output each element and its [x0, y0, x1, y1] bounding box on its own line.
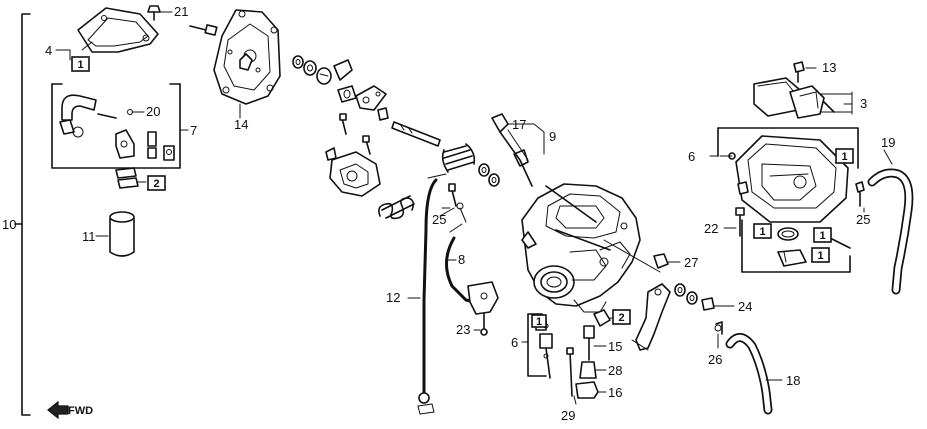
label-25-right: 25	[856, 212, 870, 227]
svg-text:1: 1	[759, 226, 765, 238]
fuel-hose-19	[867, 149, 914, 295]
label-18: 18	[786, 373, 800, 388]
throttle-cable-12	[407, 173, 447, 415]
label-19: 19	[881, 135, 895, 150]
gasket-small-part	[115, 167, 147, 189]
svg-text:1: 1	[841, 151, 847, 163]
label-10: 10	[2, 217, 16, 232]
group-bracket-10	[14, 13, 31, 416]
label-21: 21	[174, 4, 188, 19]
qty-mark-1: 1	[71, 56, 90, 72]
o-ring-part	[777, 227, 799, 241]
vent-assembly-box	[51, 83, 189, 169]
top-cover-part	[77, 7, 159, 53]
label-23: 23	[456, 322, 470, 337]
spring-part-left	[378, 195, 415, 220]
throttle-shaft-part	[391, 121, 441, 147]
qty-mark-6: 1	[813, 227, 832, 243]
svg-text:1: 1	[817, 250, 823, 262]
svg-text:1: 1	[819, 230, 825, 242]
svg-text:2: 2	[153, 178, 159, 190]
part-labels: 21 4 20 7 14 10 11 17 9 25 8 12 23 6 15 …	[2, 4, 895, 423]
screw-part-21	[147, 5, 169, 21]
washers-middle	[478, 163, 500, 187]
label-16: 16	[608, 385, 622, 400]
plug-part-2-lower	[593, 309, 615, 327]
nut-part-27	[653, 253, 681, 269]
fwd-arrow-icon	[47, 400, 69, 420]
qty-mark-3: 2	[147, 175, 166, 191]
screw-part-14	[189, 24, 218, 36]
float-part-3	[753, 77, 835, 119]
label-24: 24	[738, 299, 752, 314]
label-22: 22	[704, 221, 718, 236]
qty-mark-5: 1	[753, 223, 772, 239]
label-9: 9	[549, 129, 556, 144]
float-chamber-box	[709, 127, 859, 273]
screw-part-25-mid	[439, 183, 457, 217]
label-8: 8	[458, 252, 465, 267]
label-17: 17	[512, 117, 526, 132]
choke-lever-part	[631, 283, 671, 351]
label-27: 27	[684, 255, 698, 270]
label-25-mid: 25	[432, 212, 446, 227]
label-12: 12	[386, 290, 400, 305]
clip-part-26	[714, 321, 723, 349]
label-14: 14	[234, 117, 248, 132]
label-13: 13	[822, 60, 836, 75]
washers-part-24	[674, 283, 735, 311]
label-3: 3	[860, 96, 867, 111]
screw-part-22	[735, 207, 745, 237]
qty-mark-4: 1	[835, 148, 854, 164]
fwd-label: FWD	[68, 405, 93, 417]
label-15: 15	[608, 339, 622, 354]
label-7: 7	[190, 123, 197, 138]
qty-mark-8: 2	[612, 309, 631, 325]
throttle-cam-part	[325, 147, 381, 197]
link-rod	[545, 185, 661, 273]
filter-tube-part	[95, 211, 135, 257]
drain-hose-18	[725, 333, 783, 415]
cable-bracket-23	[467, 281, 499, 336]
drain-bolt-part	[777, 249, 807, 267]
svg-text:1: 1	[77, 59, 83, 71]
label-4: 4	[45, 43, 52, 58]
carburetor-body	[521, 183, 641, 313]
qty-mark-7: 1	[811, 247, 830, 263]
label-6-lower: 6	[511, 335, 518, 350]
label-29: 29	[561, 408, 575, 423]
label-6-right: 6	[688, 149, 695, 164]
label-28: 28	[608, 363, 622, 378]
svg-text:2: 2	[618, 312, 624, 324]
side-cover-part	[213, 9, 281, 117]
svg-text:1: 1	[536, 316, 542, 328]
linkage-parts-row	[292, 55, 389, 121]
screw-part-13	[793, 61, 817, 83]
spring-part-middle	[441, 143, 476, 173]
qty-mark-2: 1	[531, 314, 547, 328]
label-20: 20	[146, 104, 160, 119]
small-screws	[339, 113, 371, 155]
label-26: 26	[708, 352, 722, 367]
leader-lines	[55, 11, 865, 405]
label-11: 11	[82, 229, 96, 244]
